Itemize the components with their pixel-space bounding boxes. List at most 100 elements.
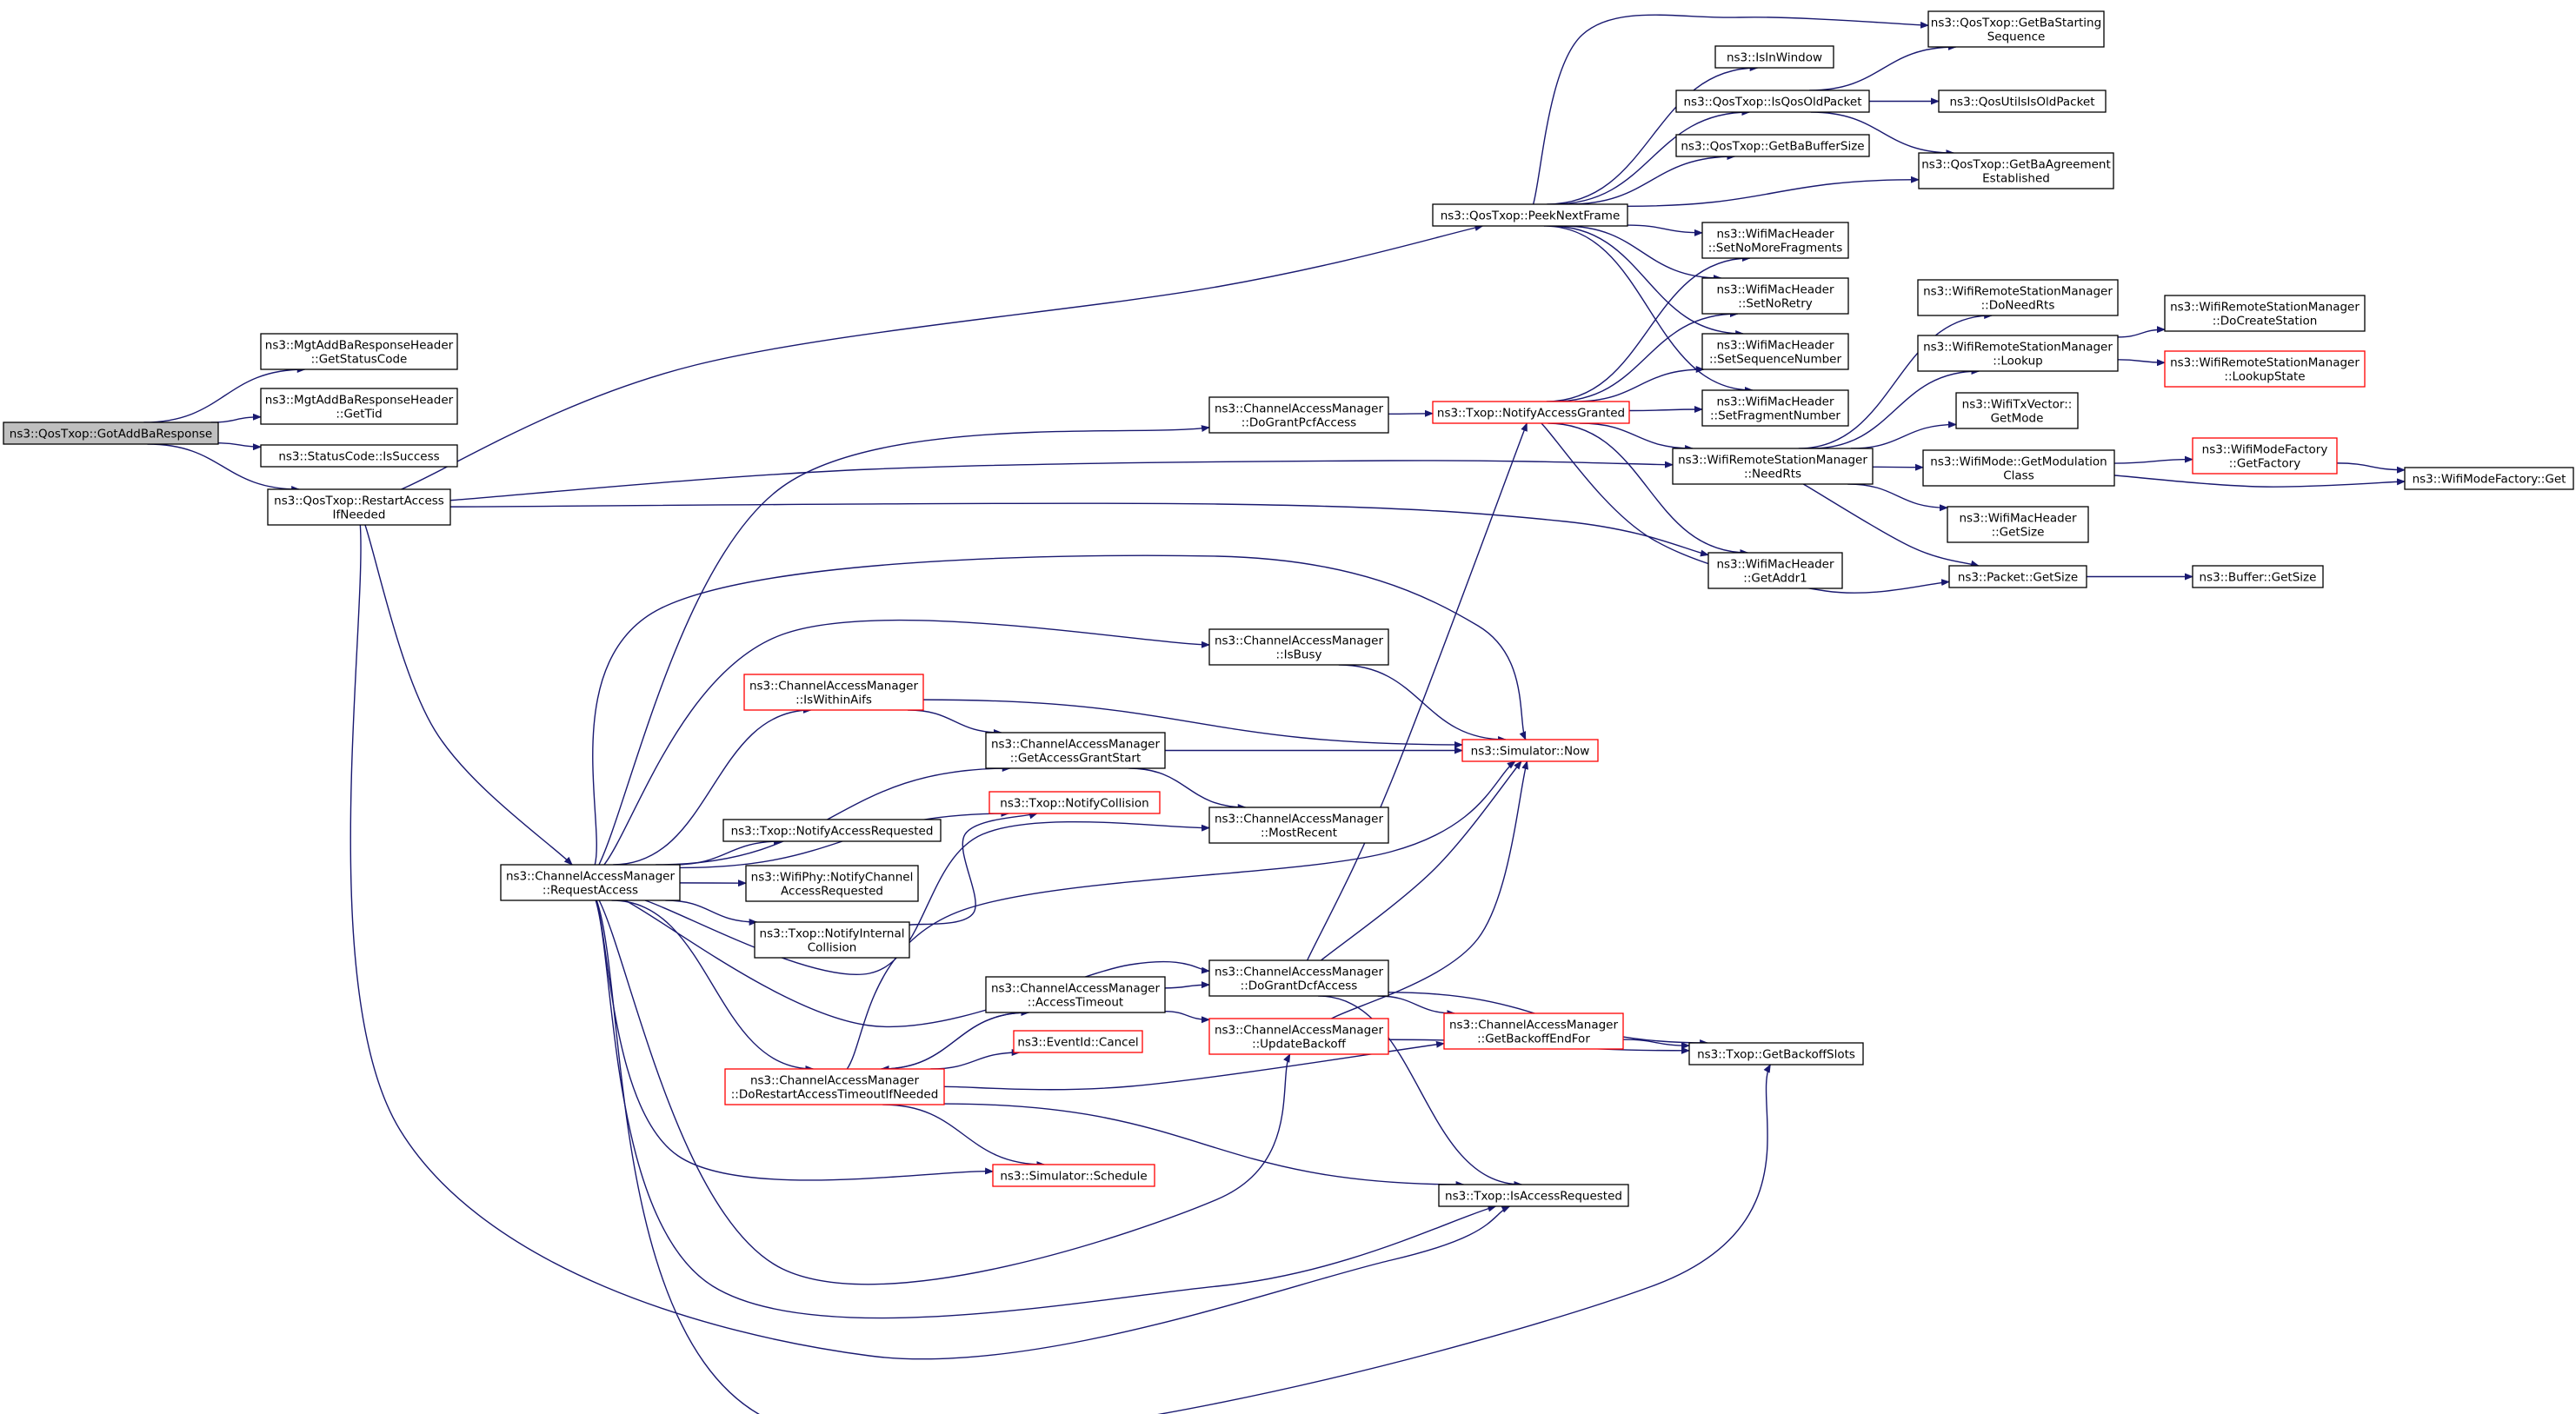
node-label: ns3::Txop::NotifyAccessRequested: [731, 825, 934, 839]
node-label: ::SetSequenceNumber: [1709, 353, 1842, 367]
node-peek-next-frame[interactable]: ns3::QosTxop::PeekNextFrame: [1432, 203, 1628, 227]
node-wrsm-lookup[interactable]: ns3::WifiRemoteStationManager::Lookup: [1917, 335, 2119, 372]
node-label: ::LookupState: [2224, 370, 2305, 384]
node-set-no-more-fragments[interactable]: ns3::WifiMacHeader::SetNoMoreFragments: [1701, 222, 1849, 259]
node-label: ns3::QosTxop::IsQosOldPacket: [1684, 96, 1862, 110]
node-box: [260, 388, 458, 425]
node-label: ::GetAccessGrantStart: [1010, 752, 1141, 766]
node-box: [500, 864, 681, 901]
node-label: ::NeedRts: [1744, 468, 1801, 481]
call-edge-cam-is-within-aifs-to-simulator-now: [922, 699, 1463, 748]
node-label: ns3::ChannelAccessManager: [991, 738, 1161, 752]
node-is-qos-old-packet[interactable]: ns3::QosTxop::IsQosOldPacket: [1675, 90, 1870, 113]
node-label: ns3::WifiTxVector::: [1962, 398, 2073, 412]
call-edge-cam-request-access-to-cam-update-backoff: [598, 900, 1291, 1285]
node-box: [267, 488, 451, 526]
node-buffer-get-size[interactable]: ns3::Buffer::GetSize: [2192, 565, 2324, 588]
call-edge-cam-do-grant-dcf-access-to-cam-get-backoff-end-for: [1377, 995, 1456, 1017]
call-edge-cam-get-backoff-end-for-to-txop-get-backoff-slots: [1622, 1039, 1690, 1050]
node-box: [260, 333, 458, 370]
node-box: [985, 976, 1166, 1013]
node-cam-update-backoff[interactable]: ns3::ChannelAccessManager::UpdateBackoff: [1208, 1018, 1389, 1055]
node-label: ::IsWithinAifs: [795, 694, 872, 707]
node-set-no-retry[interactable]: ns3::WifiMacHeader::SetNoRetry: [1701, 277, 1849, 315]
node-is-in-window[interactable]: ns3::IsInWindow: [1714, 45, 1834, 69]
node-box: [1707, 552, 1843, 589]
node-label: ns3::ChannelAccessManager: [749, 680, 919, 694]
node-get-ba-buffer-size[interactable]: ns3::QosTxop::GetBaBufferSize: [1675, 134, 1870, 157]
node-set-sequence-number[interactable]: ns3::WifiMacHeader::SetSequenceNumber: [1701, 333, 1849, 370]
node-label: ::DoGrantDcfAccess: [1241, 979, 1358, 993]
node-wifi-mode-factory-get[interactable]: ns3::WifiModeFactory::Get: [2404, 467, 2574, 490]
node-label: ::SetNoRetry: [1738, 297, 1813, 311]
node-cam-access-timeout[interactable]: ns3::ChannelAccessManager::AccessTimeout: [985, 976, 1166, 1013]
node-wrsm-do-need-rts[interactable]: ns3::WifiRemoteStationManager::DoNeedRts: [1917, 279, 2119, 316]
call-edge-cam-request-access-to-cam-is-within-aifs: [613, 707, 812, 866]
node-event-id-cancel[interactable]: ns3::EventId::Cancel: [1013, 1030, 1143, 1053]
node-label: ::IsBusy: [1276, 648, 1322, 662]
node-cam-do-grant-dcf-access[interactable]: ns3::ChannelAccessManager::DoGrantDcfAcc…: [1208, 959, 1389, 997]
node-wifi-mac-header-get-addr1[interactable]: ns3::WifiMacHeader::GetAddr1: [1707, 552, 1843, 589]
node-qos-utils-is-old-packet[interactable]: ns3::QosUtilsIsOldPacket: [1938, 90, 2107, 113]
node-label: ns3::MgtAddBaResponseHeader: [265, 339, 454, 353]
node-cam-get-backoff-end-for[interactable]: ns3::ChannelAccessManager::GetBackoffEnd…: [1443, 1012, 1624, 1050]
node-label: ns3::ChannelAccessManager: [1215, 1024, 1384, 1038]
call-edge-wifi-mode-factory-get-factory-to-wifi-mode-factory-get: [2336, 462, 2406, 474]
call-edge-cam-do-restart-access-timeout-if-needed-to-cam-access-timeout: [881, 1009, 1030, 1070]
node-txop-get-backoff-slots[interactable]: ns3::Txop::GetBackoffSlots: [1688, 1042, 1864, 1065]
node-label: ns3::WifiMacHeader: [1959, 512, 2077, 526]
node-wrsm-do-create-station[interactable]: ns3::WifiRemoteStationManager::DoCreateS…: [2164, 295, 2366, 332]
node-cam-do-restart-access-timeout-if-needed[interactable]: ns3::ChannelAccessManager::DoRestartAcce…: [724, 1068, 945, 1105]
node-mgt-get-tid[interactable]: ns3::MgtAddBaResponseHeader::GetTid: [260, 388, 458, 425]
node-label: ns3::QosTxop::GotAddBaResponse: [10, 428, 212, 441]
node-box: [1922, 449, 2115, 487]
node-label: ns3::WifiRemoteStationManager: [2170, 301, 2360, 315]
node-set-fragment-number[interactable]: ns3::WifiMacHeader::SetFragmentNumber: [1701, 389, 1849, 427]
node-simulator-now[interactable]: ns3::Simulator::Now: [1461, 739, 1599, 762]
node-wrsm-need-rts[interactable]: ns3::WifiRemoteStationManager::NeedRts: [1672, 448, 1874, 485]
call-edge-wrsm-need-rts-to-wifi-tx-vector-get-mode: [1851, 421, 1957, 449]
node-box: [1675, 90, 1870, 113]
node-wifi-mode-factory-get-factory[interactable]: ns3::WifiModeFactory::GetFactory: [2192, 437, 2338, 475]
node-cam-is-busy[interactable]: ns3::ChannelAccessManager::IsBusy: [1208, 628, 1389, 666]
node-notify-access-granted[interactable]: ns3::Txop::NotifyAccessGranted: [1432, 401, 1630, 424]
node-packet-get-size[interactable]: ns3::Packet::GetSize: [1948, 565, 2087, 588]
call-edge-cam-request-access-to-txop-notify-internal-collision: [665, 900, 758, 926]
node-status-is-success[interactable]: ns3::StatusCode::IsSuccess: [260, 444, 458, 468]
node-cam-get-access-grant-start[interactable]: ns3::ChannelAccessManager::GetAccessGran…: [985, 732, 1166, 769]
node-txop-notify-access-requested[interactable]: ns3::Txop::NotifyAccessRequested: [722, 819, 942, 842]
node-wifi-phy-notify-channel-access-requested[interactable]: ns3::WifiPhy::NotifyChannelAccessRequest…: [745, 865, 919, 902]
node-label: ns3::QosTxop::GetBaStarting: [1931, 17, 2101, 30]
node-do-grant-pcf-access[interactable]: ns3::ChannelAccessManager::DoGrantPcfAcc…: [1208, 396, 1389, 434]
node-label: ::GetBackoffEndFor: [1477, 1032, 1590, 1046]
call-edge-cam-do-restart-access-timeout-if-needed-to-simulator-now: [846, 760, 1516, 1070]
node-cam-is-within-aifs[interactable]: ns3::ChannelAccessManager::IsWithinAifs: [743, 674, 924, 711]
call-edge-got-add-ba-response-to-status-is-success: [217, 442, 262, 451]
node-cam-request-access[interactable]: ns3::ChannelAccessManager::RequestAccess: [500, 864, 681, 901]
node-txop-notify-collision[interactable]: ns3::Txop::NotifyCollision: [988, 791, 1161, 814]
node-label: ns3::StatusCode::IsSuccess: [278, 450, 439, 464]
node-wifi-tx-vector-get-mode[interactable]: ns3::WifiTxVector::GetMode: [1955, 392, 2079, 429]
node-simulator-schedule[interactable]: ns3::Simulator::Schedule: [992, 1164, 1155, 1187]
node-box: [1208, 628, 1389, 666]
node-label: ns3::WifiRemoteStationManager: [1923, 285, 2113, 299]
node-label: ::SetNoMoreFragments: [1708, 242, 1843, 256]
call-edge-cam-request-access-to-cam-is-busy: [603, 619, 1210, 866]
node-label: ns3::Txop::NotifyInternal: [760, 927, 905, 941]
call-edge-cam-do-restart-access-timeout-if-needed-to-event-id-cancel: [930, 1049, 1021, 1070]
node-wifi-mac-header-get-size[interactable]: ns3::WifiMacHeader::GetSize: [1947, 506, 2089, 543]
node-mgt-get-status-code[interactable]: ns3::MgtAddBaResponseHeader::GetStatusCo…: [260, 333, 458, 370]
node-label: AccessRequested: [781, 885, 883, 899]
call-edge-cam-update-backoff-to-simulator-now: [1331, 760, 1528, 1019]
call-edge-cam-do-restart-access-timeout-if-needed-to-txop-is-access-requested: [943, 1103, 1465, 1188]
node-txop-is-access-requested[interactable]: ns3::Txop::IsAccessRequested: [1438, 1184, 1629, 1207]
node-label: ns3::ChannelAccessManager: [1215, 634, 1384, 648]
node-wrsm-lookup-state[interactable]: ns3::WifiRemoteStationManager::LookupSta…: [2164, 350, 2366, 388]
call-edge-cam-request-access-to-cam-get-access-grant-start: [656, 765, 1011, 866]
node-cam-most-recent[interactable]: ns3::ChannelAccessManager::MostRecent: [1208, 807, 1389, 844]
